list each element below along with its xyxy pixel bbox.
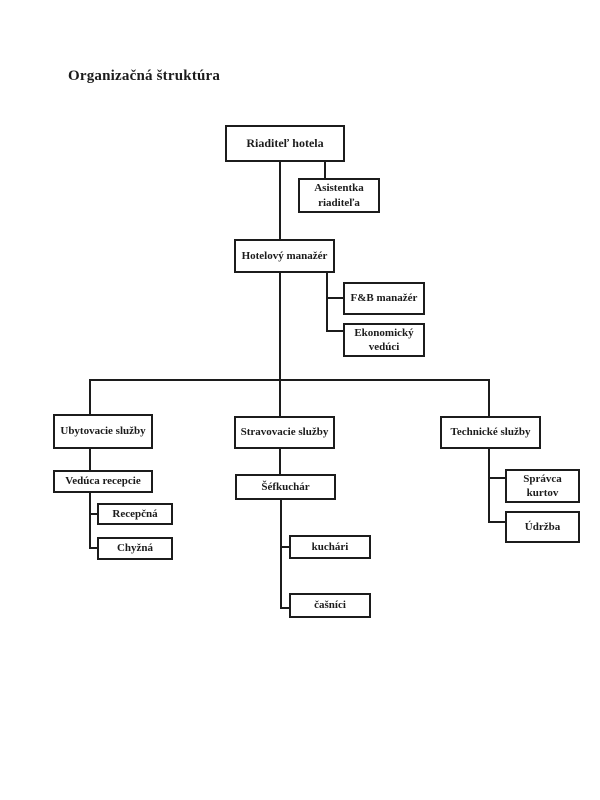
connector-right-bracket — [488, 449, 490, 523]
org-node-fb-manazer: F&B manažér — [343, 282, 425, 315]
connector-stub-spravca — [488, 477, 505, 479]
org-node-hotelovy-manazer: Hotelový manažér — [234, 239, 335, 273]
connector-side-bracket — [326, 273, 328, 332]
connector-stravovacie-sefkuchar — [279, 449, 281, 474]
connector-stub-casnici — [280, 607, 289, 609]
connector-trunk — [279, 273, 281, 416]
org-node-technicke-sluzby: Technické služby — [440, 416, 541, 449]
connector-mid-bracket — [280, 500, 282, 609]
org-node-sefkuchar: Šéfkuchár — [235, 474, 336, 500]
org-node-casnici: čašníci — [289, 593, 371, 618]
connector-stub-udrzba — [488, 521, 505, 523]
connector-stub-kuchari — [280, 546, 289, 548]
connector-stub-chyzna — [89, 547, 97, 549]
org-node-stravovacie-sluzby: Stravovacie služby — [234, 416, 335, 449]
org-node-udrzba: Údržba — [505, 511, 580, 543]
connector-distributor-bar — [89, 379, 490, 381]
connector-riaditel-hotelovy — [279, 162, 281, 239]
connector-stub-recepcna — [89, 513, 97, 515]
org-node-ubytovacie-sluzby: Ubytovacie služby — [53, 414, 153, 449]
connector-riaditel-asistentka — [324, 162, 326, 178]
org-node-chyzna: Chyžná — [97, 537, 173, 560]
connector-stub-ekonomicky — [326, 330, 343, 332]
page-title: Organizačná štruktúra — [68, 68, 221, 84]
org-node-veduca-recepcie: Vedúca recepcie — [53, 470, 153, 493]
org-node-spravca-kurtov: Správca kurtov — [505, 469, 580, 503]
connector-drop-technicke — [488, 379, 490, 416]
connector-ubytovacie-veduca — [89, 449, 91, 470]
connector-left-bracket — [89, 493, 91, 549]
org-node-riaditel-hotela: Riaditeľ hotela — [225, 125, 345, 162]
org-node-ekonomicky-veduci: Ekonomický vedúci — [343, 323, 425, 357]
connector-drop-ubytovacie — [89, 379, 91, 414]
org-node-kuchari: kuchári — [289, 535, 371, 559]
org-node-asistentka-riaditela: Asistentka riaditeľa — [298, 178, 380, 213]
connector-stub-fb — [326, 297, 343, 299]
org-node-recepcna: Recepčná — [97, 503, 173, 525]
